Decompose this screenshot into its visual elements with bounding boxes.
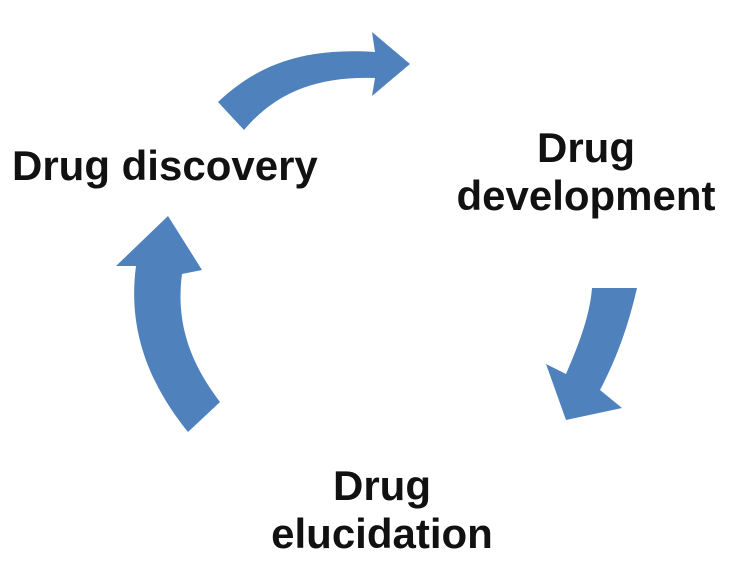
node-drug-elucidation-line-2: elucidation xyxy=(271,510,493,557)
node-drug-discovery-line-1: Drug discovery xyxy=(12,142,318,189)
node-drug-discovery: Drug discovery xyxy=(12,142,362,190)
arrow-elucidation-to-discovery xyxy=(116,216,220,432)
node-drug-elucidation-line-1: Drug xyxy=(333,462,431,509)
arrow-discovery-to-development xyxy=(218,32,410,130)
node-drug-development: Drug development xyxy=(436,124,736,220)
arrow-development-to-elucidation xyxy=(546,288,637,420)
node-drug-development-line-2: development xyxy=(456,172,716,219)
node-drug-development-line-1: Drug xyxy=(537,124,635,171)
node-drug-elucidation: Drug elucidation xyxy=(232,462,532,558)
